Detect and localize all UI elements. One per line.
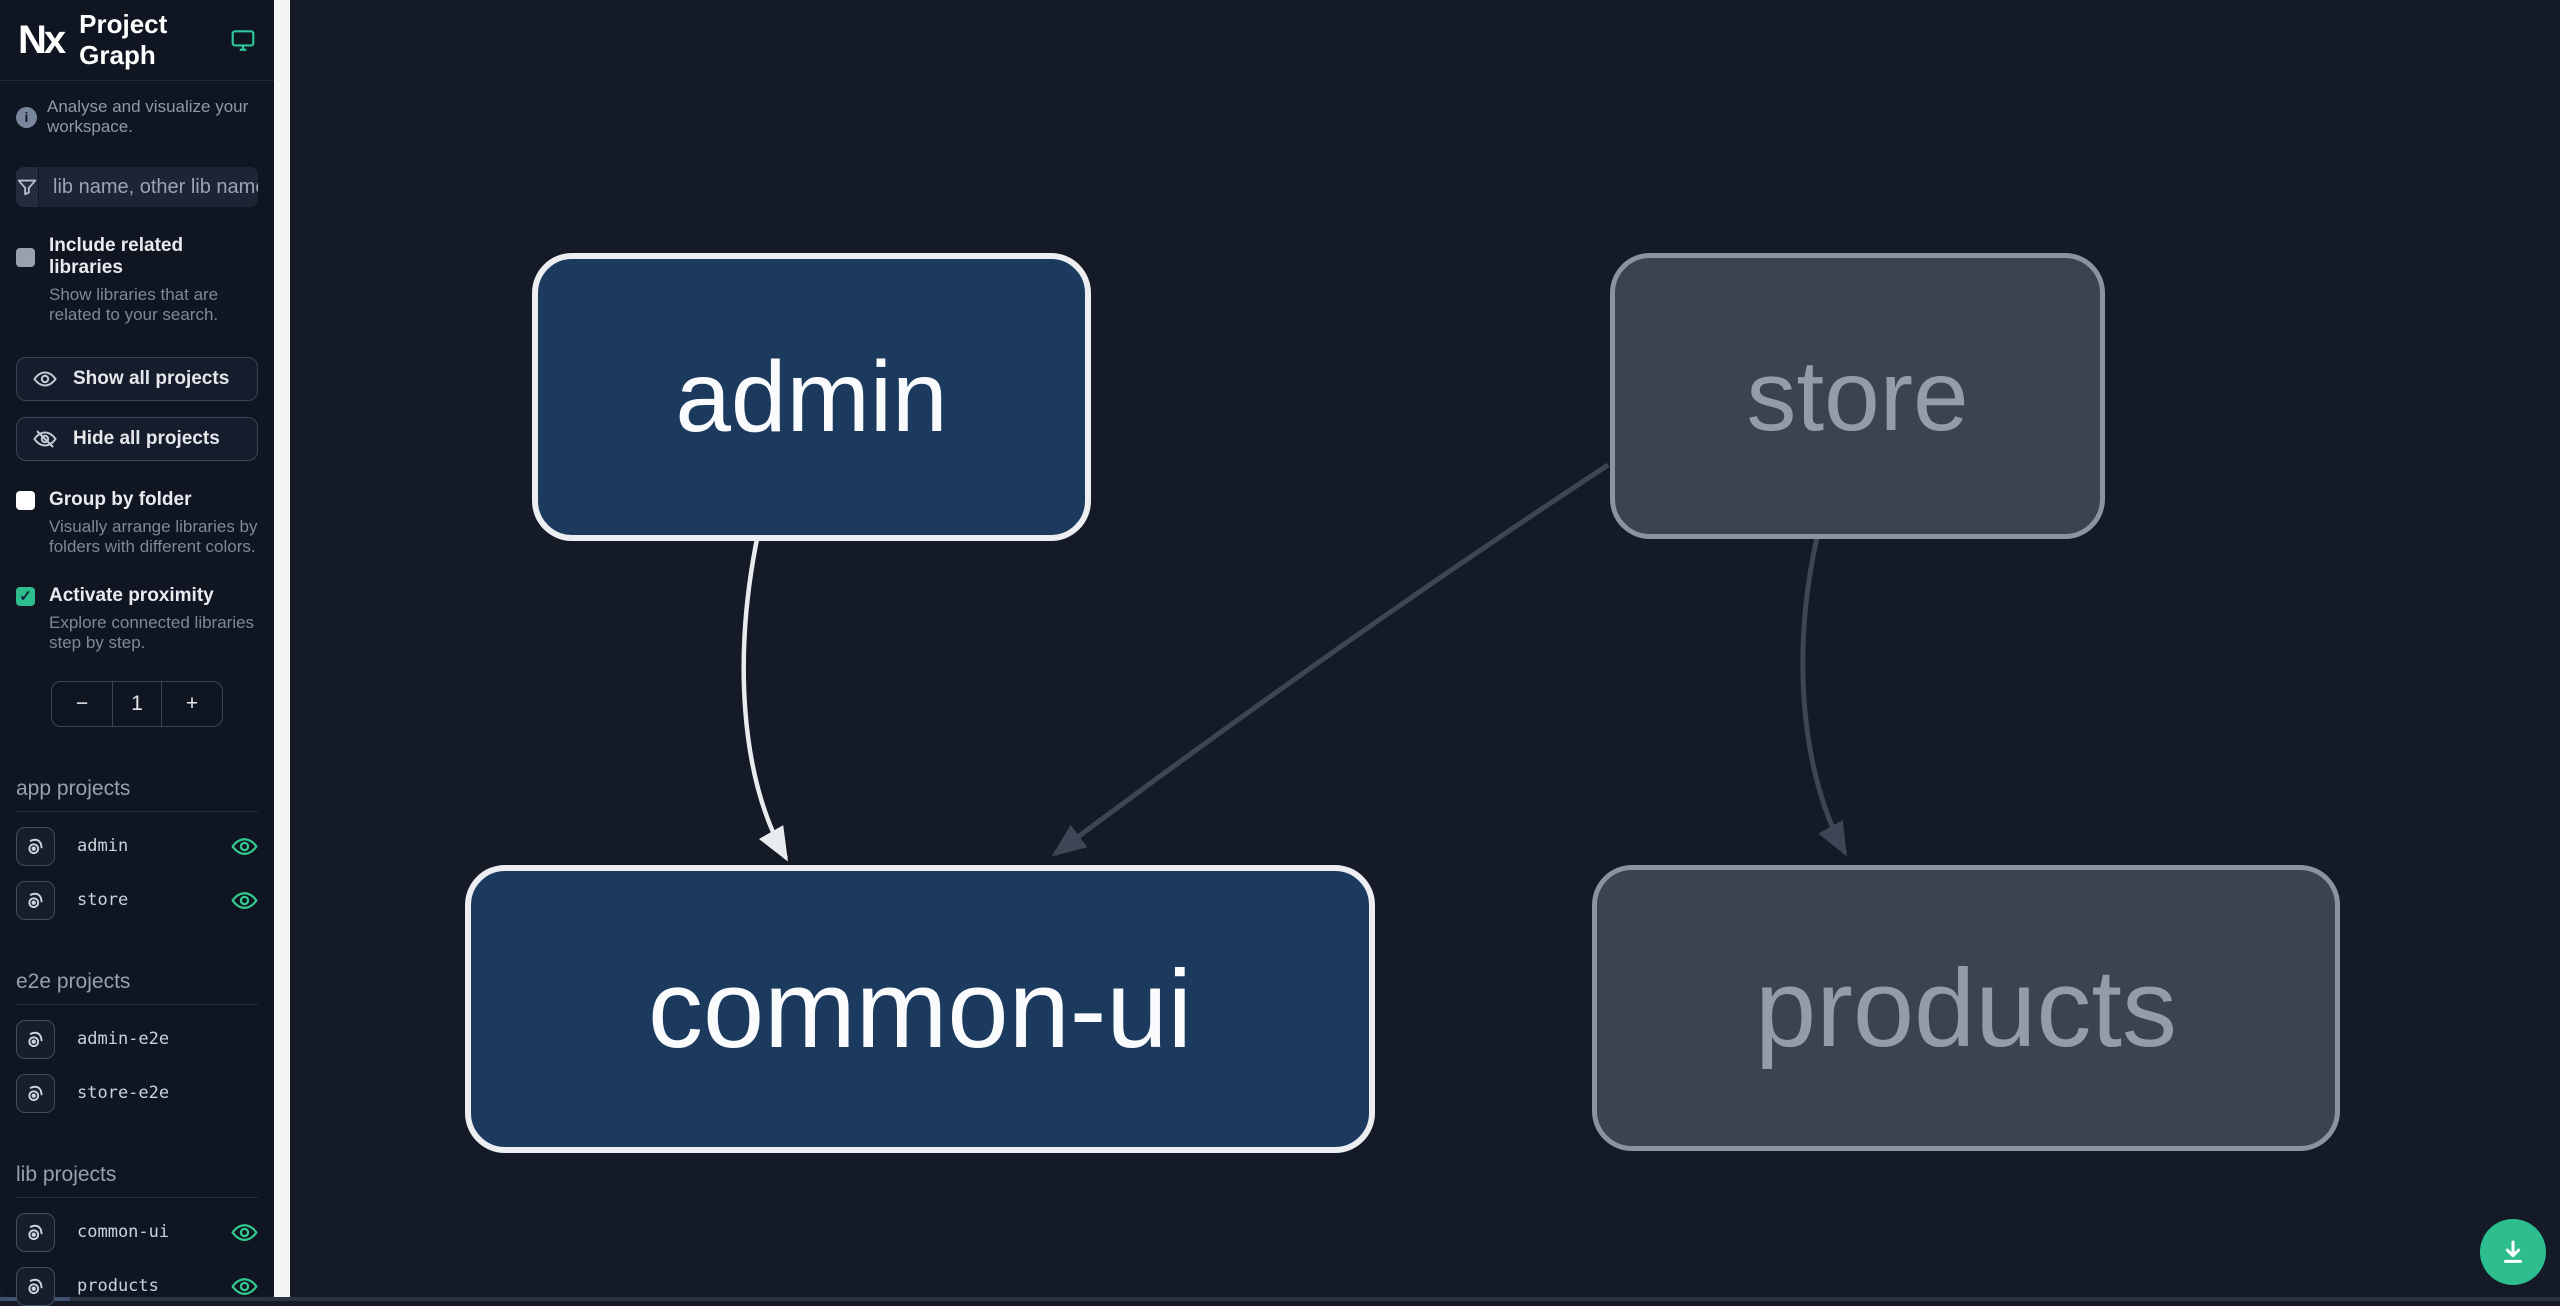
button-label: Hide all projects	[73, 428, 220, 450]
section-app-projects: app projects admin	[16, 777, 258, 920]
toggle-visibility-eye-icon[interactable]	[231, 1219, 258, 1246]
toggle-visibility-eye-icon[interactable]	[231, 887, 258, 914]
toggle-visibility-eye-icon[interactable]	[231, 1273, 258, 1300]
checkbox-unchecked-icon[interactable]	[16, 491, 35, 510]
include-related-checkbox[interactable]: Include related libraries	[16, 235, 258, 279]
node-label: admin	[675, 340, 947, 455]
focus-project-icon[interactable]	[16, 1074, 55, 1113]
monitor-theme-icon[interactable]	[230, 27, 256, 53]
workspace-tagline: i Analyse and visualize your workspace.	[16, 97, 258, 137]
project-row-products[interactable]: products	[16, 1266, 258, 1306]
project-row-admin-e2e[interactable]: admin-e2e	[16, 1019, 258, 1059]
info-icon: i	[16, 107, 37, 128]
sidebar-header: Nx Project Graph	[0, 0, 274, 81]
proximity-increment-button[interactable]: +	[162, 682, 222, 726]
project-name: admin-e2e	[77, 1029, 169, 1049]
project-row-common-ui[interactable]: common-ui	[16, 1212, 258, 1252]
proximity-value: 1	[112, 682, 162, 726]
graph-node-products[interactable]: products	[1592, 865, 2340, 1151]
filter-box	[16, 167, 258, 207]
download-icon	[2498, 1237, 2528, 1267]
focus-project-icon[interactable]	[16, 881, 55, 920]
include-related-option: Include related libraries Show libraries…	[16, 235, 258, 325]
group-by-folder-checkbox[interactable]: Group by folder	[16, 489, 258, 511]
proximity-stepper: − 1 +	[51, 681, 223, 727]
toggle-visibility-eye-icon[interactable]	[231, 833, 258, 860]
nx-logo: Nx	[18, 20, 63, 60]
activate-proximity-option: ✓ Activate proximity Explore connected l…	[16, 585, 258, 653]
page-title: Project Graph	[79, 9, 214, 71]
checkbox-label: Group by folder	[49, 489, 192, 511]
graph-node-admin[interactable]: admin	[532, 253, 1091, 541]
graph-node-store[interactable]: store	[1610, 253, 2105, 539]
focus-project-icon[interactable]	[16, 1020, 55, 1059]
node-label: store	[1746, 339, 1968, 454]
tagline-text: Analyse and visualize your workspace.	[47, 97, 258, 137]
sidebar-resize-divider[interactable]	[274, 0, 290, 1297]
group-by-folder-option: Group by folder Visually arrange librari…	[16, 489, 258, 557]
hide-all-projects-button[interactable]: Hide all projects	[16, 417, 258, 461]
checkbox-description: Show libraries that are related to your …	[49, 285, 258, 325]
project-name: admin	[77, 836, 128, 856]
focus-project-icon[interactable]	[16, 1213, 55, 1252]
project-name: store-e2e	[77, 1083, 169, 1103]
node-label: common-ui	[648, 946, 1192, 1073]
show-all-projects-button[interactable]: Show all projects	[16, 357, 258, 401]
section-e2e-projects: e2e projects admin-e2e store-e2	[16, 970, 258, 1113]
download-graph-button[interactable]	[2480, 1219, 2546, 1285]
graph-node-common-ui[interactable]: common-ui	[465, 865, 1375, 1153]
filter-input[interactable]	[39, 167, 258, 207]
node-label: products	[1755, 945, 2177, 1072]
project-row-store[interactable]: store	[16, 880, 258, 920]
section-lib-projects: lib projects common-ui	[16, 1163, 258, 1306]
section-title: app projects	[16, 777, 258, 812]
checkbox-unchecked-icon[interactable]	[16, 248, 35, 267]
project-name: common-ui	[77, 1222, 169, 1242]
activate-proximity-checkbox[interactable]: ✓ Activate proximity	[16, 585, 258, 607]
project-name: products	[77, 1276, 159, 1296]
checkbox-description: Visually arrange libraries by folders wi…	[49, 517, 258, 557]
project-name: store	[77, 890, 128, 910]
project-row-store-e2e[interactable]: store-e2e	[16, 1073, 258, 1113]
sidebar: Nx Project Graph i Analyse and visualize…	[0, 0, 274, 1297]
checkbox-description: Explore connected libraries step by step…	[49, 613, 258, 653]
checkbox-label: Activate proximity	[49, 585, 214, 607]
proximity-decrement-button[interactable]: −	[52, 682, 112, 726]
eye-icon	[33, 367, 57, 391]
button-label: Show all projects	[73, 368, 229, 390]
section-title: lib projects	[16, 1163, 258, 1198]
project-row-admin[interactable]: admin	[16, 826, 258, 866]
focus-project-icon[interactable]	[16, 1267, 55, 1306]
section-title: e2e projects	[16, 970, 258, 1005]
focus-project-icon[interactable]	[16, 827, 55, 866]
checkbox-label: Include related libraries	[49, 235, 258, 279]
checkbox-checked-icon[interactable]: ✓	[16, 587, 35, 606]
eye-off-icon	[33, 427, 57, 451]
horizontal-scrollbar[interactable]	[0, 1297, 2560, 1301]
funnel-icon	[16, 167, 39, 207]
